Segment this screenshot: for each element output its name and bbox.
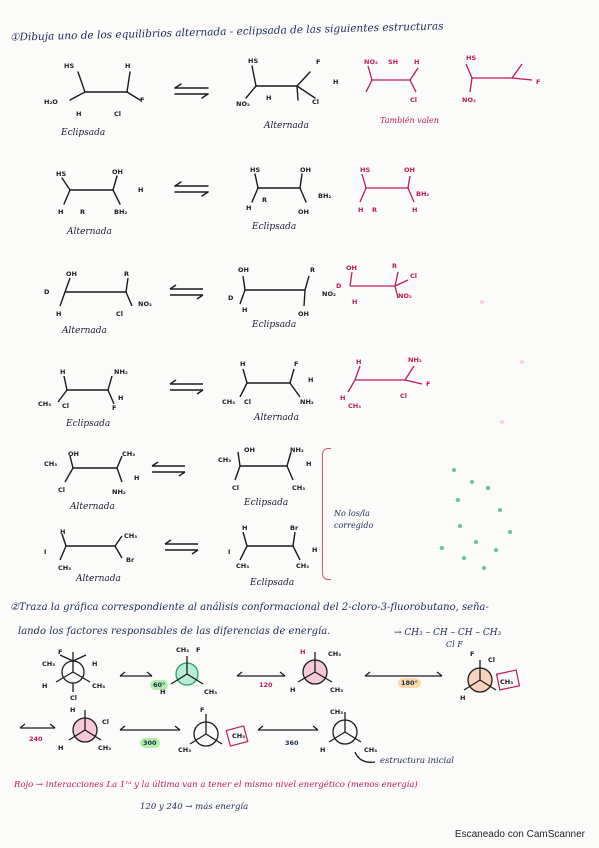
angle-tag-360: 360	[285, 739, 299, 747]
row-2-left-label: Alternada	[67, 227, 112, 237]
row-4-right-label: Alternada	[254, 413, 299, 423]
angle-tag-120: 120	[259, 681, 273, 689]
energy-line: 120 y 240 → más energía	[140, 802, 249, 812]
camscanner-footer: Escaneado con CamScanner	[454, 829, 585, 840]
atom-label: H₂O	[44, 98, 58, 106]
atom-label: F	[140, 96, 145, 104]
angle-tag-300: 300	[140, 738, 160, 748]
atom-label: H	[333, 78, 339, 86]
rojo-line-text: Rojo → interacciones La 1ʳᵃ y la última …	[14, 780, 418, 790]
bracket-note-line-2: corregido	[334, 521, 374, 530]
tambien-valen-note: También valen	[380, 116, 439, 125]
angle-tag-180: 180°	[398, 678, 421, 688]
row-3-right-label: Eclipsada	[252, 320, 297, 330]
atom-label: NO₂	[236, 100, 250, 108]
initial-structure-label: estructura inicial	[380, 756, 455, 766]
rojo-interactions-line: Rojo → interacciones La 1ʳᵃ y la última …	[14, 780, 418, 790]
atom-label: H	[76, 110, 82, 118]
row-2-right-label: Eclipsada	[252, 222, 297, 232]
row-4-left-label: Eclipsada	[66, 419, 111, 429]
bracket-note: No los/la corregido	[334, 508, 373, 532]
atom-label: H	[266, 94, 272, 102]
row-5-left-label: Alternada	[70, 502, 115, 512]
equilibrium-arrow	[174, 83, 209, 99]
bracket-note-line-1: No los/la	[334, 509, 370, 518]
atom-label: HS	[64, 62, 75, 70]
row-5-right-label: Eclipsada	[244, 498, 289, 508]
atom-label: HS	[248, 57, 259, 65]
row-1-left-label: Eclipsada	[61, 128, 106, 138]
question-2-line-1: ②Traza la gráfica correspondiente al aná…	[10, 602, 489, 613]
question-2-line-2: lando los factores responsables de las d…	[18, 626, 331, 637]
row-6-right-label: Eclipsada	[250, 578, 295, 588]
row-3-left-label: Alternada	[62, 326, 107, 336]
formula: → CH₃ – CH – CH – CH₃	[394, 628, 502, 638]
formula-substituents: Cl F	[446, 640, 463, 649]
angle-tag-60: 60°	[150, 680, 169, 690]
angle-tag-240: 240	[29, 735, 43, 743]
atom-label: Cl	[312, 98, 319, 106]
row-6-left-label: Alternada	[76, 574, 121, 584]
atom-label: Cl	[114, 110, 121, 118]
red-bracket	[322, 448, 331, 580]
atom-label: F	[316, 58, 321, 66]
row-1-right-label: Alternada	[264, 121, 309, 131]
atom-label: H	[125, 62, 131, 70]
